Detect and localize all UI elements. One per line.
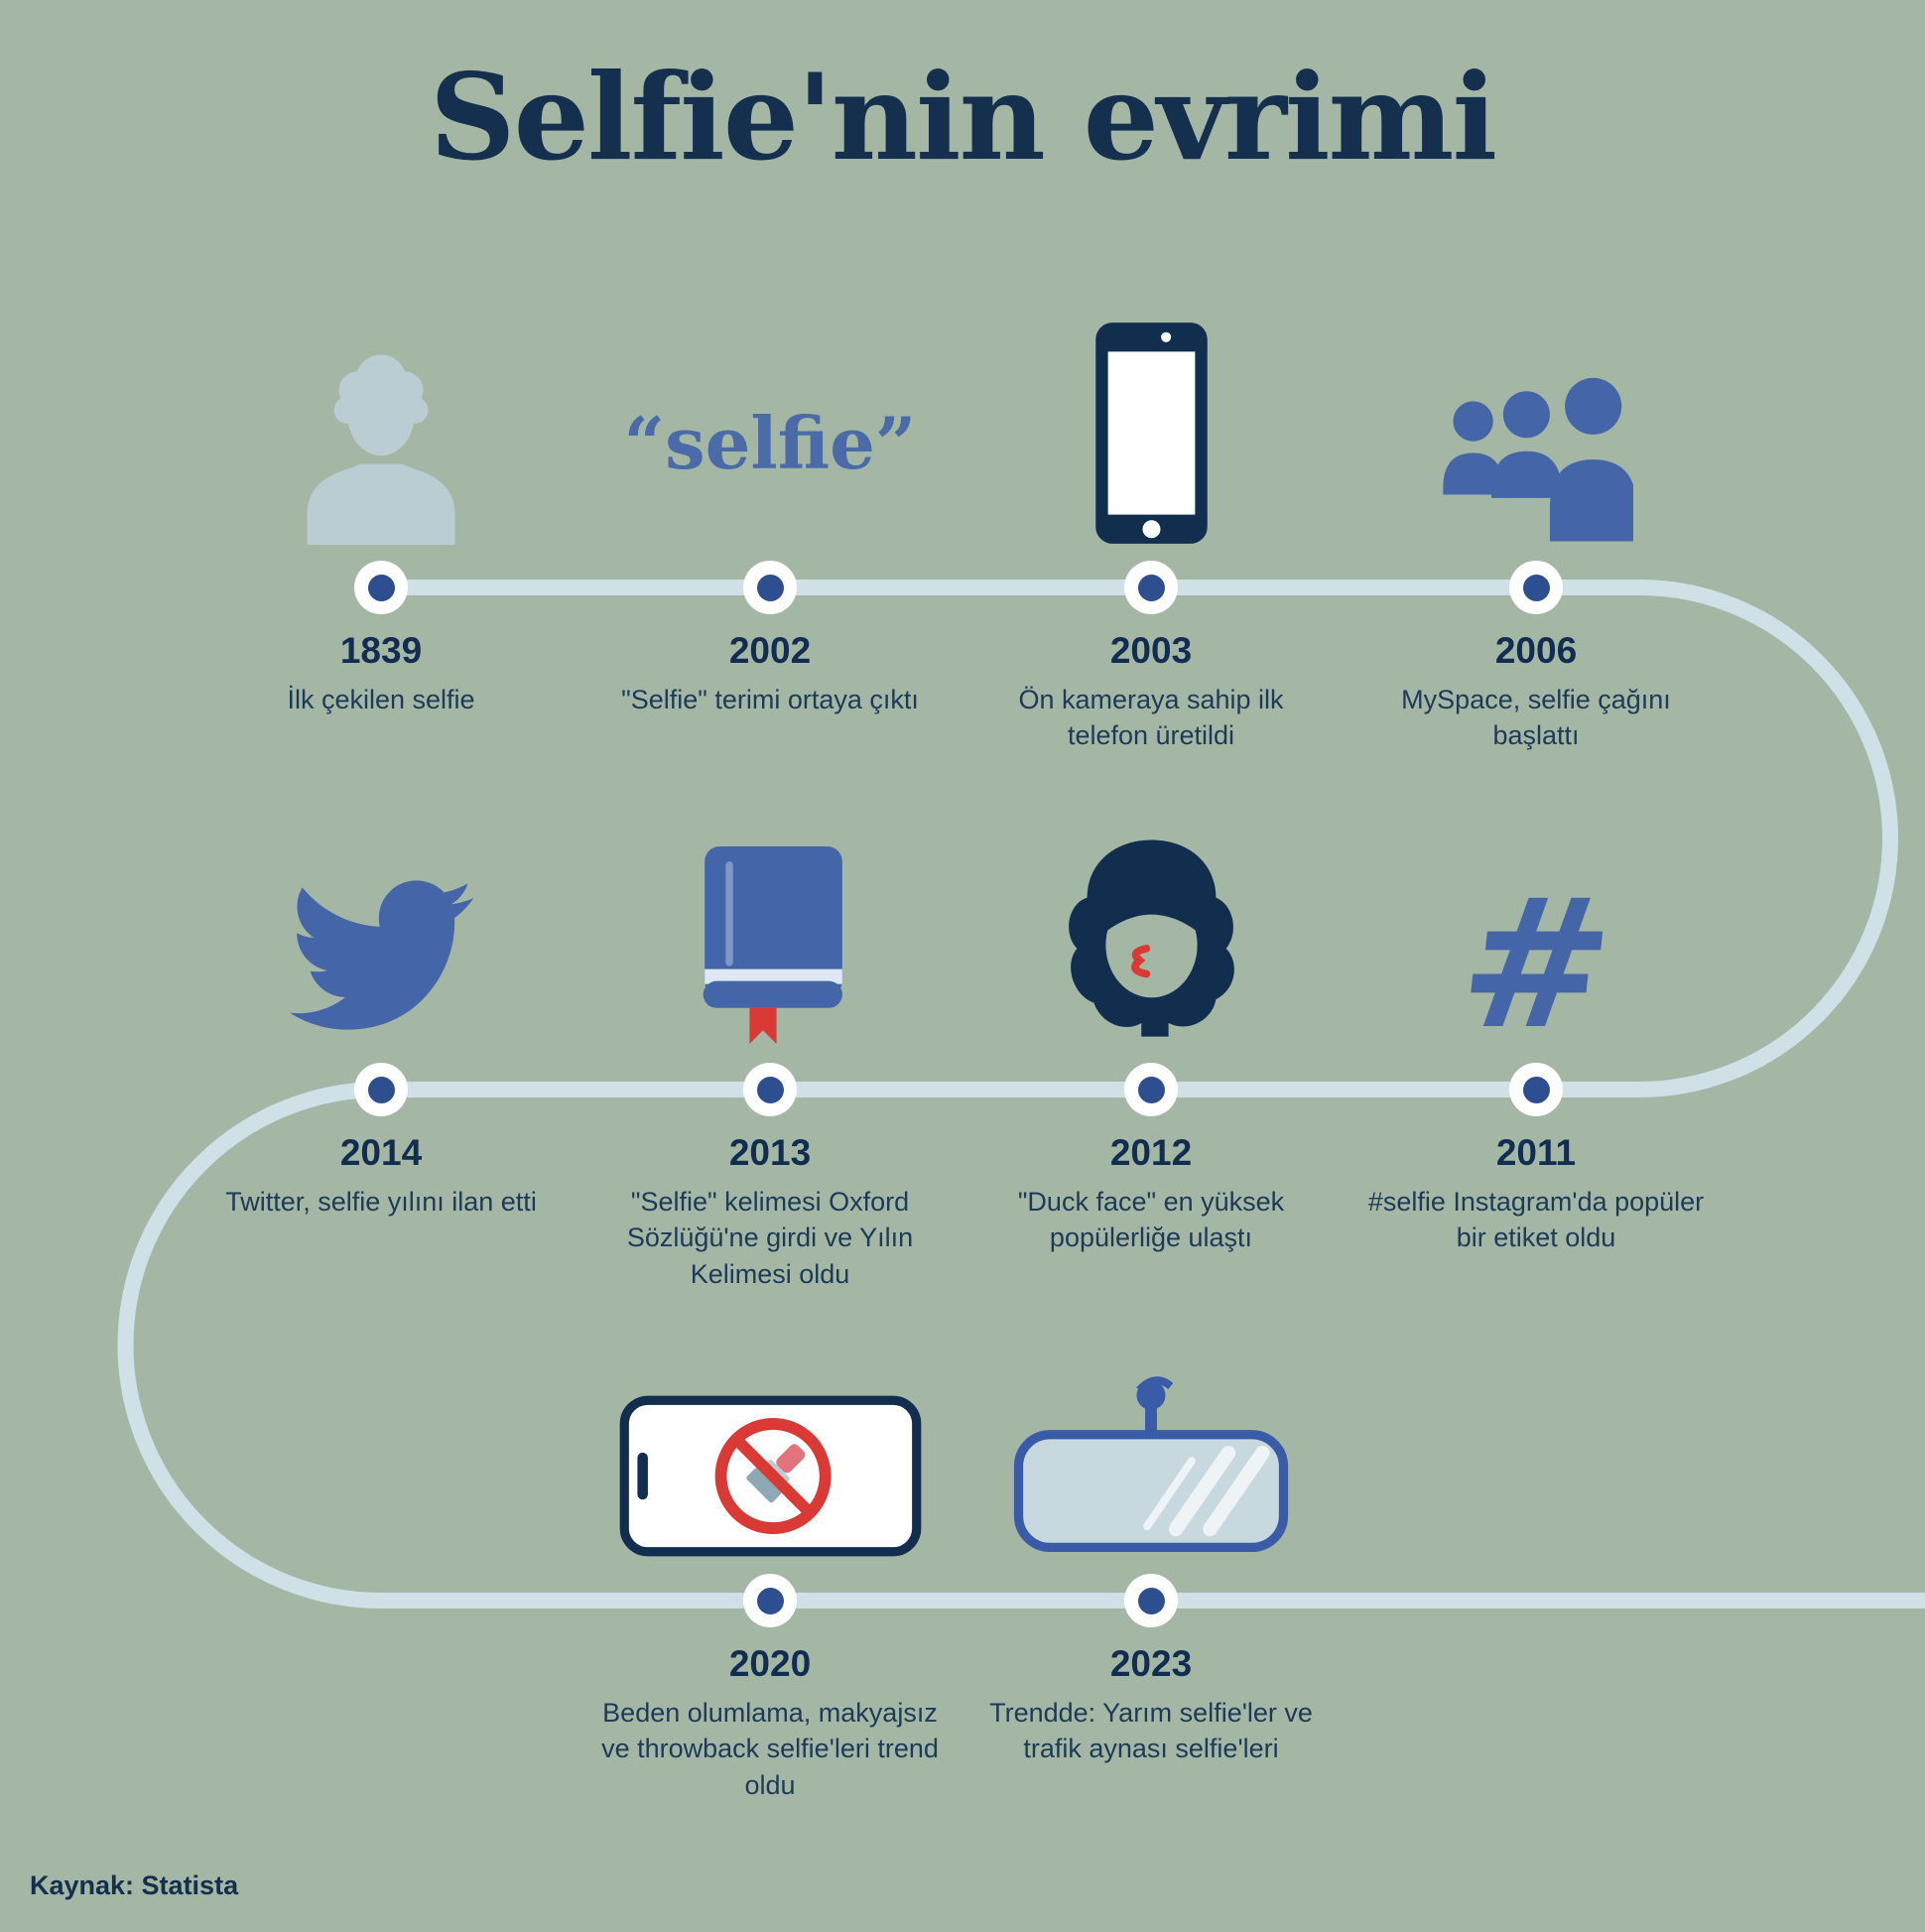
source-credit: Kaynak: Statista	[30, 1870, 239, 1900]
milestone-text: Twitter, selfie yılını ilan etti	[225, 1187, 537, 1217]
milestone-text: İlk çekilen selfie	[287, 685, 475, 714]
hashtag-icon: #	[1451, 814, 1622, 1069]
person-silhouette-icon	[297, 312, 465, 545]
timeline-node	[1124, 561, 1178, 614]
milestone-year: 2006	[1494, 630, 1578, 671]
timeline-node	[354, 1063, 408, 1116]
timeline-node	[1124, 1574, 1178, 1627]
milestone-text: #selfie Instagram'da popüler bir etiket …	[1367, 1187, 1705, 1253]
milestone-year: 2013	[728, 1132, 812, 1173]
milestone-year: 2014	[339, 1132, 423, 1173]
twitter-bird-icon	[270, 814, 493, 1047]
duck-face-icon	[1050, 814, 1253, 1047]
milestone-2023: 2023 Trendde: Yarım selfie'ler ve trafik…	[982, 1325, 1320, 1767]
milestone-text: Ön kameraya sahip ilk telefon üretildi	[1018, 685, 1284, 751]
milestone-text: Beden olumlama, makyajsız ve throwback s…	[601, 1698, 939, 1800]
milestone-year: 2023	[1109, 1643, 1193, 1684]
timeline-node	[743, 1063, 797, 1116]
milestone-year: 2011	[1495, 1132, 1577, 1173]
timeline-node	[354, 561, 408, 614]
timeline-node	[1509, 1063, 1563, 1116]
milestone-text: "Duck face" en yüksek popülerliğe ulaştı	[1017, 1187, 1285, 1253]
rearview-mirror-icon	[1007, 1325, 1295, 1558]
myspace-people-icon	[1440, 312, 1633, 545]
front-camera-phone-icon	[1094, 312, 1209, 545]
selfie-word: “selfie”	[624, 312, 917, 545]
timeline-node	[1124, 1063, 1178, 1116]
milestone-2006: 2006 MySpace, selfie çağını başlattı	[1367, 312, 1705, 754]
milestone-2011: # 2011 #selfie Instagram'da popüler bir …	[1367, 814, 1705, 1256]
milestone-2014: 2014 Twitter, selfie yılını ilan etti	[212, 814, 550, 1220]
timeline-node	[743, 1574, 797, 1627]
milestone-text: "Selfie" terimi ortaya çıktı	[621, 685, 919, 714]
milestone-2020: 2020 Beden olumlama, makyajsız ve throwb…	[601, 1325, 939, 1803]
hashtag-glyph: #	[1450, 861, 1622, 1069]
milestone-year: 2002	[728, 630, 812, 671]
milestone-2012: 2012 "Duck face" en yüksek popülerliğe u…	[982, 814, 1320, 1256]
page-title: Selfie'nin evrimi	[429, 48, 1497, 188]
milestone-year: 2003	[1109, 630, 1193, 671]
milestone-1839: 1839 İlk çekilen selfie	[212, 312, 550, 717]
milestone-year: 2012	[1109, 1132, 1193, 1173]
milestone-text: "Selfie" kelimesi Oxford Sözlüğü'ne gird…	[626, 1187, 914, 1289]
milestone-year: 1839	[339, 630, 423, 671]
milestone-2002: “selfie” 2002 "Selfie" terimi ortaya çık…	[601, 312, 939, 717]
dictionary-book-icon	[684, 814, 857, 1047]
milestone-year: 2020	[728, 1643, 812, 1684]
timeline-node	[743, 561, 797, 614]
milestone-2003: 2003 Ön kameraya sahip ilk telefon üreti…	[982, 312, 1320, 754]
milestone-text: MySpace, selfie çağını başlattı	[1401, 685, 1671, 751]
no-makeup-phone-icon	[619, 1325, 922, 1558]
milestone-2013: 2013 "Selfie" kelimesi Oxford Sözlüğü'ne…	[601, 814, 939, 1292]
milestone-text: Trendde: Yarım selfie'ler ve trafik ayna…	[989, 1698, 1313, 1764]
selfie-word-text: “selfie”	[623, 401, 917, 485]
timeline-node	[1509, 561, 1563, 614]
